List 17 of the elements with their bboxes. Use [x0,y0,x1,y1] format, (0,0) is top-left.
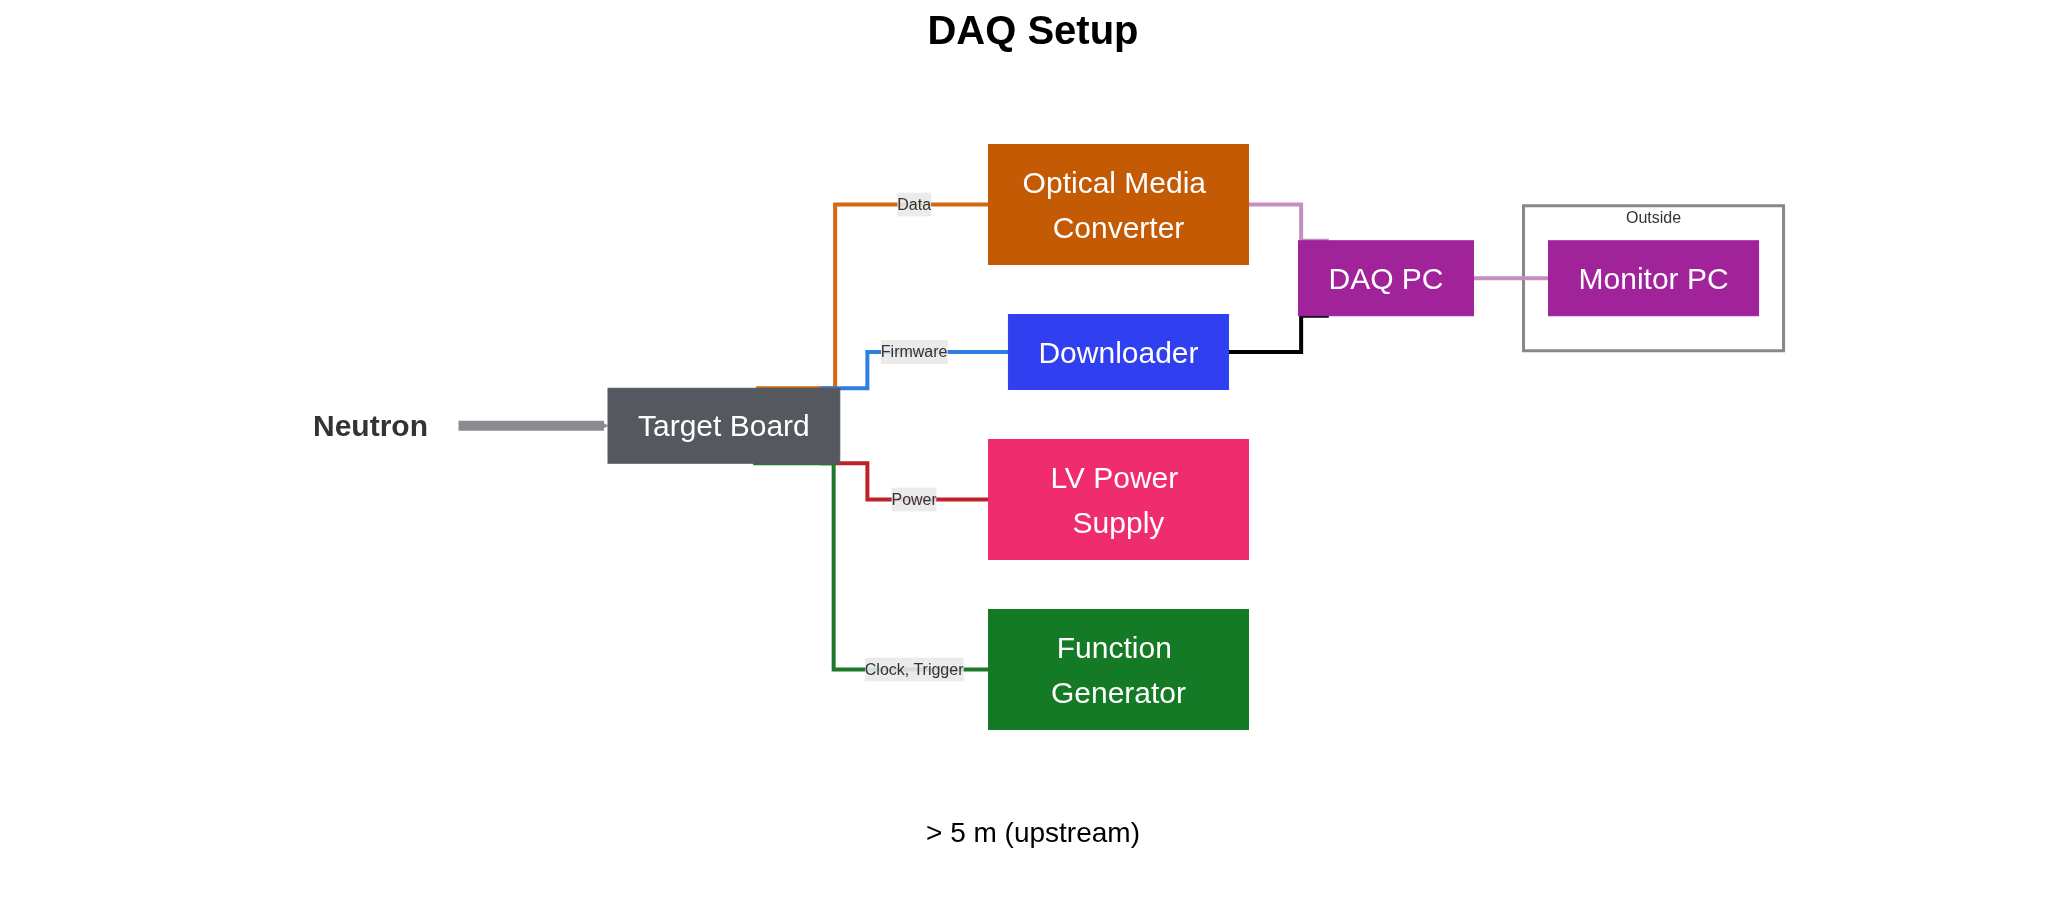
edge-label: Firmware [880,343,948,360]
edge-label: Data [896,195,931,213]
node-box: LV Power Supply [987,439,1249,560]
node-box: Function Generator [987,609,1249,730]
node-box: DAQ PC [1297,240,1474,317]
node-box: Downloader [1007,314,1229,390]
dimension-label: > 5 m (upstream) [926,817,1140,849]
edge-label: Clock, Trigger [864,660,964,678]
node-box: Optical Media Converter [987,144,1249,265]
edge-label: Power [891,490,937,508]
arrow [457,420,609,431]
connector [1228,313,1329,354]
node-text: Neutron [312,409,428,443]
connector [1473,276,1549,281]
diagram-title: DAQ Setup [926,8,1140,53]
node-box: Target Board [607,387,840,464]
node-box: Monitor PC [1547,240,1759,317]
